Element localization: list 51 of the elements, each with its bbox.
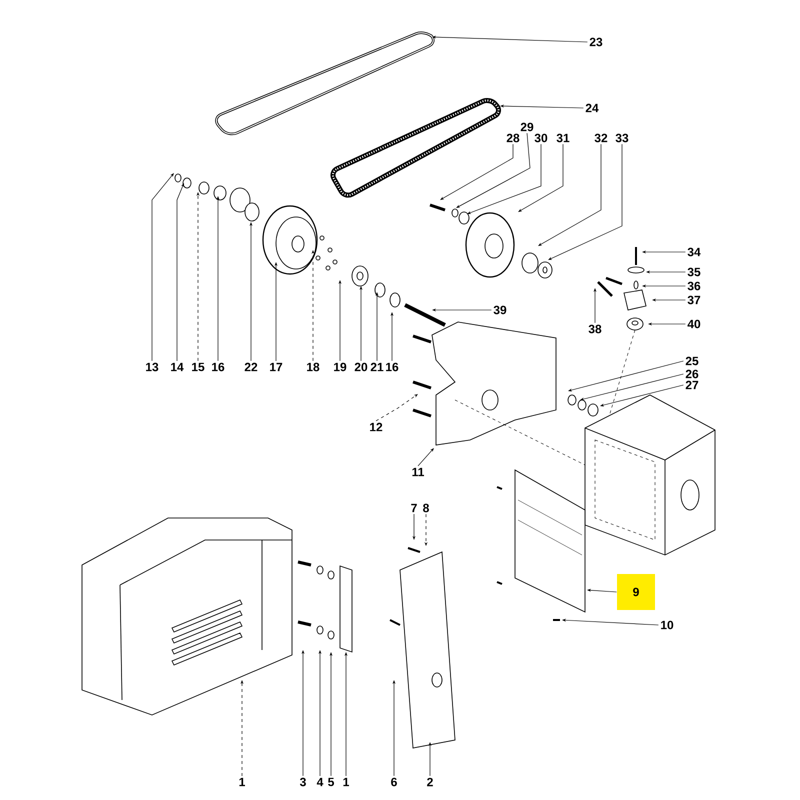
callout-number: 23 — [590, 38, 602, 46]
callout-number: 12 — [370, 422, 382, 432]
callout-number: 37 — [688, 296, 700, 304]
callout-number: 26 — [686, 370, 698, 378]
leader-line — [440, 144, 514, 200]
callout-number: 28 — [506, 134, 520, 142]
callout-number: 29 — [520, 122, 534, 132]
callout-number: 2 — [427, 778, 433, 786]
callout-number: 27 — [686, 380, 698, 390]
callout-number: 40 — [688, 320, 700, 328]
leader-line — [548, 144, 622, 260]
callout-number: 11 — [412, 468, 424, 476]
callout-number: 7 — [411, 504, 417, 512]
callout-number: 35 — [688, 268, 700, 276]
callout-number: 34 — [688, 248, 701, 256]
callout-number: 15 — [192, 362, 204, 372]
highlighted-callout-number: 9 — [617, 574, 655, 610]
callout-number: 5 — [328, 778, 334, 786]
leader-line — [456, 132, 530, 208]
callout-number: 38 — [588, 324, 602, 334]
callout-number: 6 — [391, 778, 397, 786]
leader-line — [518, 144, 564, 212]
callout-number: 14 — [171, 362, 184, 372]
callout-number: 1 — [239, 778, 245, 786]
callout-number: 32 — [594, 134, 608, 142]
callout-number: 16 — [212, 362, 224, 372]
leader-line — [376, 394, 418, 422]
callout-number: 17 — [270, 362, 282, 372]
callout-number: 16 — [386, 362, 398, 372]
callout-number: 21 — [370, 362, 384, 372]
callout-number: 22 — [244, 362, 258, 372]
leader-line — [538, 144, 602, 246]
callout-number: 8 — [423, 504, 429, 512]
callout-number: 24 — [586, 104, 599, 112]
callout-number: 33 — [616, 134, 628, 142]
callout-number: 18 — [307, 362, 320, 372]
callout-number: 36 — [688, 282, 700, 290]
callout-number: 39 — [494, 306, 506, 314]
callout-number: 30 — [534, 134, 548, 142]
leader-line — [152, 173, 174, 362]
callout-number: 4 — [316, 778, 324, 786]
callout-number: 19 — [334, 362, 346, 372]
callout-number: 1 — [343, 778, 349, 786]
callout-number: 25 — [686, 356, 698, 366]
leader-line — [176, 183, 184, 362]
callout-number: 20 — [354, 362, 368, 372]
callout-number: 31 — [556, 134, 570, 142]
leader-line — [418, 448, 434, 466]
callout-number: 13 — [146, 362, 158, 372]
callout-number: 3 — [300, 778, 306, 786]
callout-number: 10 — [661, 620, 674, 630]
